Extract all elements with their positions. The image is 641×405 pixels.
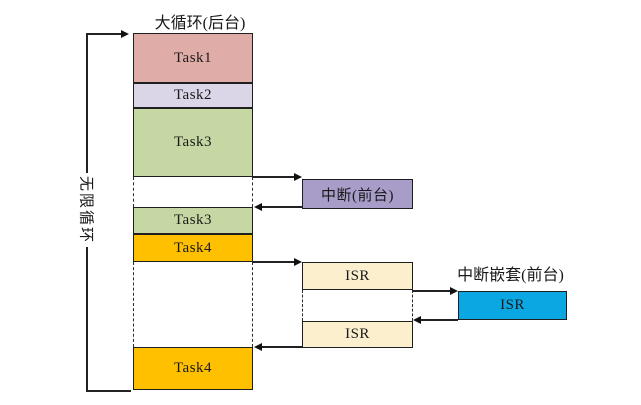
task4-resumed-box: Task4 [133, 347, 253, 390]
loop-top-arrowhead-icon [121, 30, 129, 38]
interrupt-foreground-box: 中断(前台) [302, 179, 413, 209]
arrow-isr-to-nested-line [413, 290, 451, 292]
isr1-box: ISR [302, 262, 413, 290]
background-loop-title: 大循环(后台) [154, 15, 246, 32]
isr-gap-left-dashed-line [302, 290, 303, 321]
isr1-label: ISR [345, 267, 370, 284]
arrow-task4-to-isr-line [253, 261, 295, 263]
arrow-task3-to-interrupt-head-icon [294, 173, 302, 181]
nested-interrupt-label: 中断嵌套(前台) [457, 267, 564, 284]
arrow-nested-return-line [421, 319, 458, 321]
isr2-box: ISR [302, 321, 413, 348]
interrupt-foreground-label: 中断(前台) [321, 187, 394, 204]
task3-resumed-box: Task3 [133, 207, 253, 234]
isr2-label: ISR [345, 326, 370, 342]
arrow-interrupt-return-line [262, 206, 302, 208]
task2-box: Task2 [133, 83, 253, 108]
loop-top-line [86, 33, 122, 35]
isr-gap-right-dashed-line [412, 290, 413, 321]
infinite-loop-label: 无限循环 [77, 175, 94, 245]
arrow-isr-to-nested-head-icon [450, 287, 458, 295]
arrow-interrupt-return-head-icon [254, 203, 262, 211]
arrow-task3-to-interrupt-line [253, 176, 295, 178]
loop-vertical-line-lower [86, 247, 88, 391]
arrow-nested-return-head-icon [413, 316, 421, 324]
task3-label: Task3 [173, 134, 213, 150]
task4-box: Task4 [133, 234, 253, 262]
task3-resumed-label: Task3 [173, 212, 213, 228]
nested-isr-box: ISR [458, 291, 567, 320]
arrow-task4-to-isr-head-icon [294, 258, 302, 266]
nested-isr-label: ISR [500, 297, 525, 313]
task4-resumed-label: Task4 [173, 360, 213, 376]
task3-box: Task3 [133, 108, 253, 177]
suspended-gap-task4 [133, 262, 253, 347]
task1-label: Task1 [173, 49, 213, 66]
arrow-isr-return-line [262, 346, 302, 348]
task4-label: Task4 [173, 239, 213, 256]
suspended-gap-task3 [133, 177, 253, 207]
loop-bottom-line [86, 390, 131, 392]
arrow-isr-return-head-icon [254, 343, 262, 351]
task1-box: Task1 [133, 33, 253, 83]
task2-label: Task2 [173, 87, 213, 103]
loop-vertical-line-upper [86, 33, 88, 173]
